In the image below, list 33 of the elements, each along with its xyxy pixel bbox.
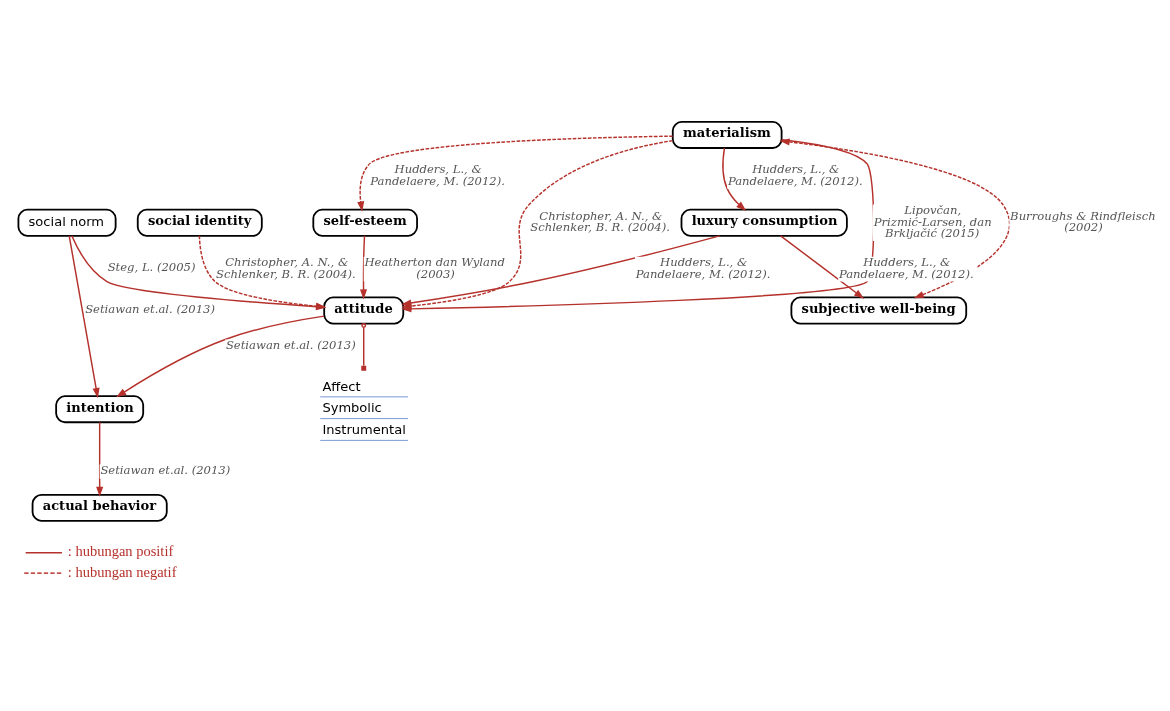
- edge-label: Setiawan et.al. (2013): [225, 337, 356, 352]
- legend-label: : hubungan positif: [67, 543, 174, 560]
- node-box: social norm: [17, 208, 117, 237]
- edge-label: Hudders, L., & Pandelaere, M. (2012).: [838, 255, 974, 281]
- edge-label: Hudders, L., & Pandelaere, M. (2012).: [370, 162, 505, 188]
- arrow: [401, 235, 721, 307]
- arrow: [116, 315, 325, 398]
- arrow: [722, 147, 747, 211]
- node-box: actual behavior: [31, 493, 168, 522]
- arrow: [357, 135, 674, 212]
- legend-label: : hubungan negatif: [67, 563, 177, 580]
- edge-label: Hudders, L., & Pandelaere, M. (2012).: [727, 162, 863, 188]
- node-box: subjective well-being: [790, 296, 968, 325]
- arrow: [96, 421, 104, 497]
- edge-label: Setiawan et.al. (2013): [100, 462, 231, 477]
- node-box: luxury consumption: [680, 208, 848, 237]
- arrow: [68, 235, 100, 399]
- edge-label: Steg, L. (2005): [107, 260, 196, 275]
- node-box: social identity: [136, 208, 263, 237]
- node-text: Affect Symbolic Instrumental: [322, 378, 406, 438]
- edge-label: Christopher, A. N., & Schlenker, B. R. (2004).: [216, 255, 356, 281]
- node-box: materialism: [671, 121, 783, 149]
- edge-label: Heatherton dan Wyland (2003): [364, 255, 505, 281]
- edge-label: Hudders, L., & Pandelaere, M. (2012).: [635, 255, 771, 281]
- edge-label: Lipovčan, Prizmić-Larsen, dan Brkljačić (2015): [873, 202, 992, 241]
- node-box: attitude: [323, 296, 405, 325]
- edge-label: Burroughs & Rindfleisch (2002): [1010, 208, 1156, 235]
- arrow: [359, 235, 368, 300]
- edge-label: Setiawan et.al. (2013): [85, 301, 215, 316]
- node-box: intention: [55, 395, 145, 424]
- edge-label: Christopher, A. N., & Schlenker, B. R. (2004).: [530, 208, 670, 235]
- arrow: [779, 235, 865, 299]
- node-box: self-esteem: [312, 208, 418, 237]
